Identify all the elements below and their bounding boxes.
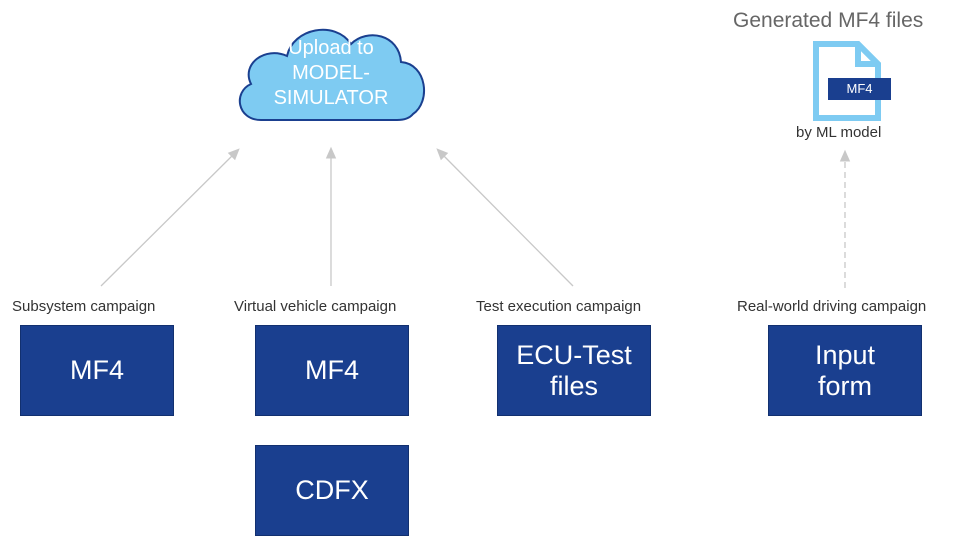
subsystem-campaign-label: Subsystem campaign xyxy=(12,298,156,315)
arrow-test-to-cloud xyxy=(436,148,574,287)
box-text: files xyxy=(549,370,598,401)
arrow-subsystem-to-cloud xyxy=(100,148,240,287)
box-text: MF4 xyxy=(305,355,359,385)
cloud-label-line: MODEL- xyxy=(292,62,370,84)
file-badge: MF4 xyxy=(828,78,891,100)
test-execution-campaign-label: Test execution campaign xyxy=(476,298,642,315)
virtual-vehicle-mf4-box: MF4 xyxy=(255,325,409,416)
cloud-label-line: SIMULATOR xyxy=(273,87,389,109)
input-form-box: Input form xyxy=(768,325,922,416)
cloud-label-line: Upload to xyxy=(288,37,374,59)
box-text: form xyxy=(818,370,872,401)
cloud-icon xyxy=(238,28,426,121)
subsystem-mf4-box: MF4 xyxy=(20,325,174,416)
generated-files-title: Generated MF4 files xyxy=(733,9,924,32)
box-text: Input xyxy=(814,339,876,370)
virtual-vehicle-campaign-label: Virtual vehicle campaign xyxy=(234,298,397,315)
ecu-test-files-box: ECU-Test files xyxy=(497,325,651,416)
generated-by-caption: by ML model xyxy=(796,124,882,141)
box-text: MF4 xyxy=(70,355,124,385)
real-world-driving-campaign-label: Real-world driving campaign xyxy=(737,298,927,315)
box-text: CDFX xyxy=(295,475,369,505)
virtual-vehicle-cdfx-box: CDFX xyxy=(255,445,409,536)
box-text: ECU-Test xyxy=(516,339,632,370)
cloud-label: Upload to MODEL- SIMULATOR xyxy=(231,36,431,111)
